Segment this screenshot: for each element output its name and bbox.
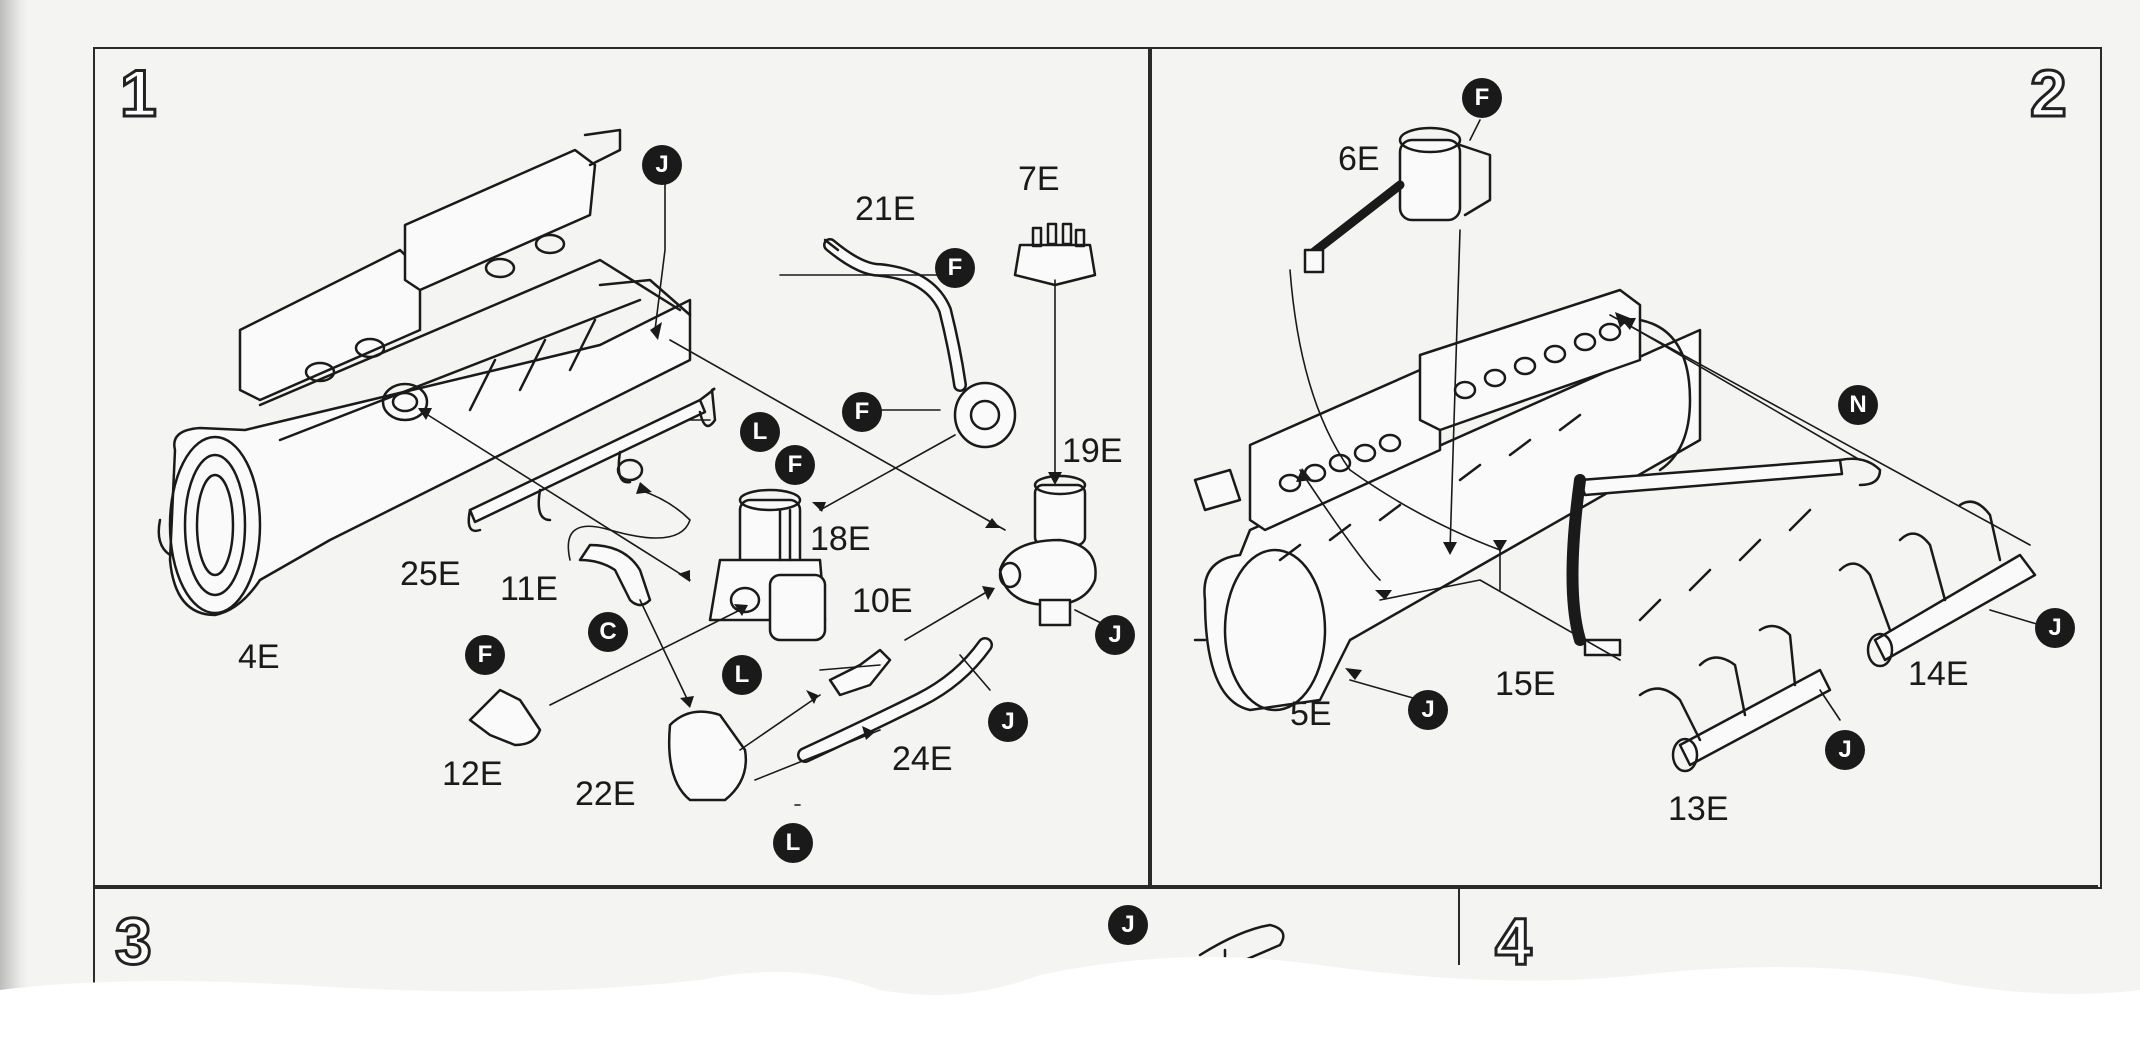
tag-j-exhaust-14e: J [2035, 608, 2075, 648]
step-number-2: 2 [2029, 55, 2069, 132]
tag-j-step-3: J [1108, 905, 1148, 945]
label-10e: 10E [852, 582, 913, 620]
label-5e: 5E [1290, 695, 1332, 733]
label-24e: 24E [892, 740, 953, 778]
part-21e-drawing [823, 238, 1017, 449]
part-22e-drawing [667, 710, 748, 802]
label-25e: 25E [400, 555, 461, 593]
tag-f-bracket: F [465, 635, 505, 675]
label-12e: 12E [442, 755, 503, 793]
label-21e: 21E [855, 190, 916, 228]
label-18e: 18E [810, 520, 871, 558]
engine-block-5e-drawing [1193, 288, 1702, 712]
part-15e-drawing [1566, 457, 1882, 657]
step-number-1: 1 [119, 55, 159, 132]
part-6e-drawing [1303, 126, 1492, 274]
label-13e: 13E [1668, 790, 1729, 828]
part-24e-drawing [797, 637, 993, 763]
tag-j-hose: J [988, 702, 1028, 742]
page-edge-shadow [0, 0, 28, 1041]
tag-f-coil: F [1462, 78, 1502, 118]
tag-j-engine-block-5e: J [1408, 690, 1448, 730]
label-7e: 7E [1018, 160, 1060, 198]
label-15e: 15E [1495, 665, 1556, 703]
step-number-4: 4 [1494, 903, 1534, 980]
part-14e-drawing [1838, 500, 2037, 668]
part-11e-drawing [578, 543, 652, 607]
part-25e-drawing [467, 387, 717, 533]
label-4e: 4E [238, 638, 280, 676]
tag-f-pipe-end: F [842, 392, 882, 432]
tag-j-exhaust-13e: J [1825, 730, 1865, 770]
tag-l-water-pump: L [773, 823, 813, 863]
step-4-divider [1458, 885, 1460, 965]
tag-j-distributor: J [1095, 615, 1135, 655]
label-6e: 6E [1338, 140, 1380, 178]
label-14e: 14E [1908, 655, 1969, 693]
part-12e-drawing [468, 688, 542, 747]
tag-f-oil-filter: F [775, 445, 815, 485]
part-13e-drawing [1638, 624, 1832, 773]
tag-l-manifold: L [740, 412, 780, 452]
tag-l-sensor: L [722, 655, 762, 695]
part-10e-drawing [828, 648, 892, 697]
engine-block-4e-drawing [157, 128, 692, 617]
tag-n-fuel-rail: N [1838, 385, 1878, 425]
label-22e: 22E [575, 775, 636, 813]
step-3-left-rule [93, 885, 95, 995]
tag-j-engine-block: J [642, 145, 682, 185]
tag-f-pipe: F [935, 248, 975, 288]
bottom-divider [93, 885, 2098, 887]
step-2-leader-lines [1289, 119, 2041, 721]
label-11e: 11E [500, 570, 558, 608]
step-2-panel [1148, 47, 2102, 889]
step-1-panel [93, 47, 1152, 889]
part-7e-drawing [1013, 222, 1097, 287]
label-19e: 19E [1062, 432, 1123, 470]
tag-c-hose: C [588, 612, 628, 652]
part-19e-drawing [998, 474, 1097, 627]
step-number-3: 3 [114, 903, 154, 980]
